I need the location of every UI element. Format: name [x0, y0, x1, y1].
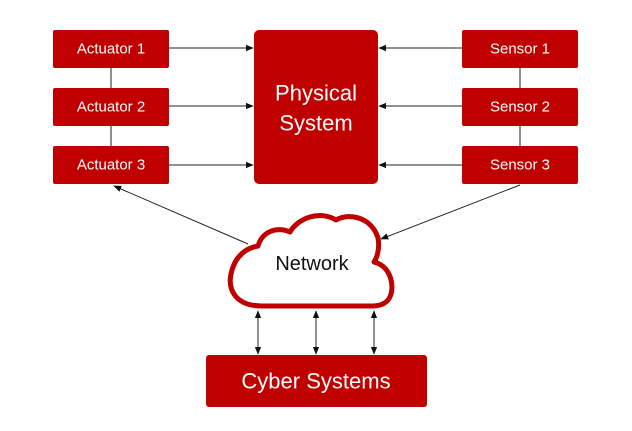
sensor-1-box: Sensor 1: [462, 30, 578, 68]
cyber-systems-label: Cyber Systems: [241, 369, 390, 394]
actuator-3-box: Actuator 3: [53, 146, 169, 184]
physical-system-box: Physical System: [254, 30, 378, 184]
actuator-1-box: Actuator 1: [53, 30, 169, 68]
actuator-3-label: Actuator 3: [77, 157, 145, 174]
network-label: Network: [275, 253, 349, 275]
physical-system-label-line2: System: [279, 111, 352, 136]
sensor-2-box: Sensor 2: [462, 88, 578, 126]
cyber-systems-box: Cyber Systems: [206, 355, 427, 407]
actuator-2-label: Actuator 2: [77, 99, 145, 116]
sensor-1-label: Sensor 1: [490, 41, 550, 58]
arrow-network-to-actuator-3: [113, 185, 249, 245]
network-cloud: Network: [227, 213, 395, 309]
physical-system-label-line1: Physical: [275, 81, 357, 106]
actuator-2-box: Actuator 2: [53, 88, 169, 126]
arrow-sensor-3-to-network: [380, 184, 521, 240]
sensor-3-box: Sensor 3: [462, 146, 578, 184]
actuator-1-label: Actuator 1: [77, 41, 145, 58]
sensor-2-label: Sensor 2: [490, 99, 550, 116]
sensor-3-label: Sensor 3: [490, 157, 550, 174]
